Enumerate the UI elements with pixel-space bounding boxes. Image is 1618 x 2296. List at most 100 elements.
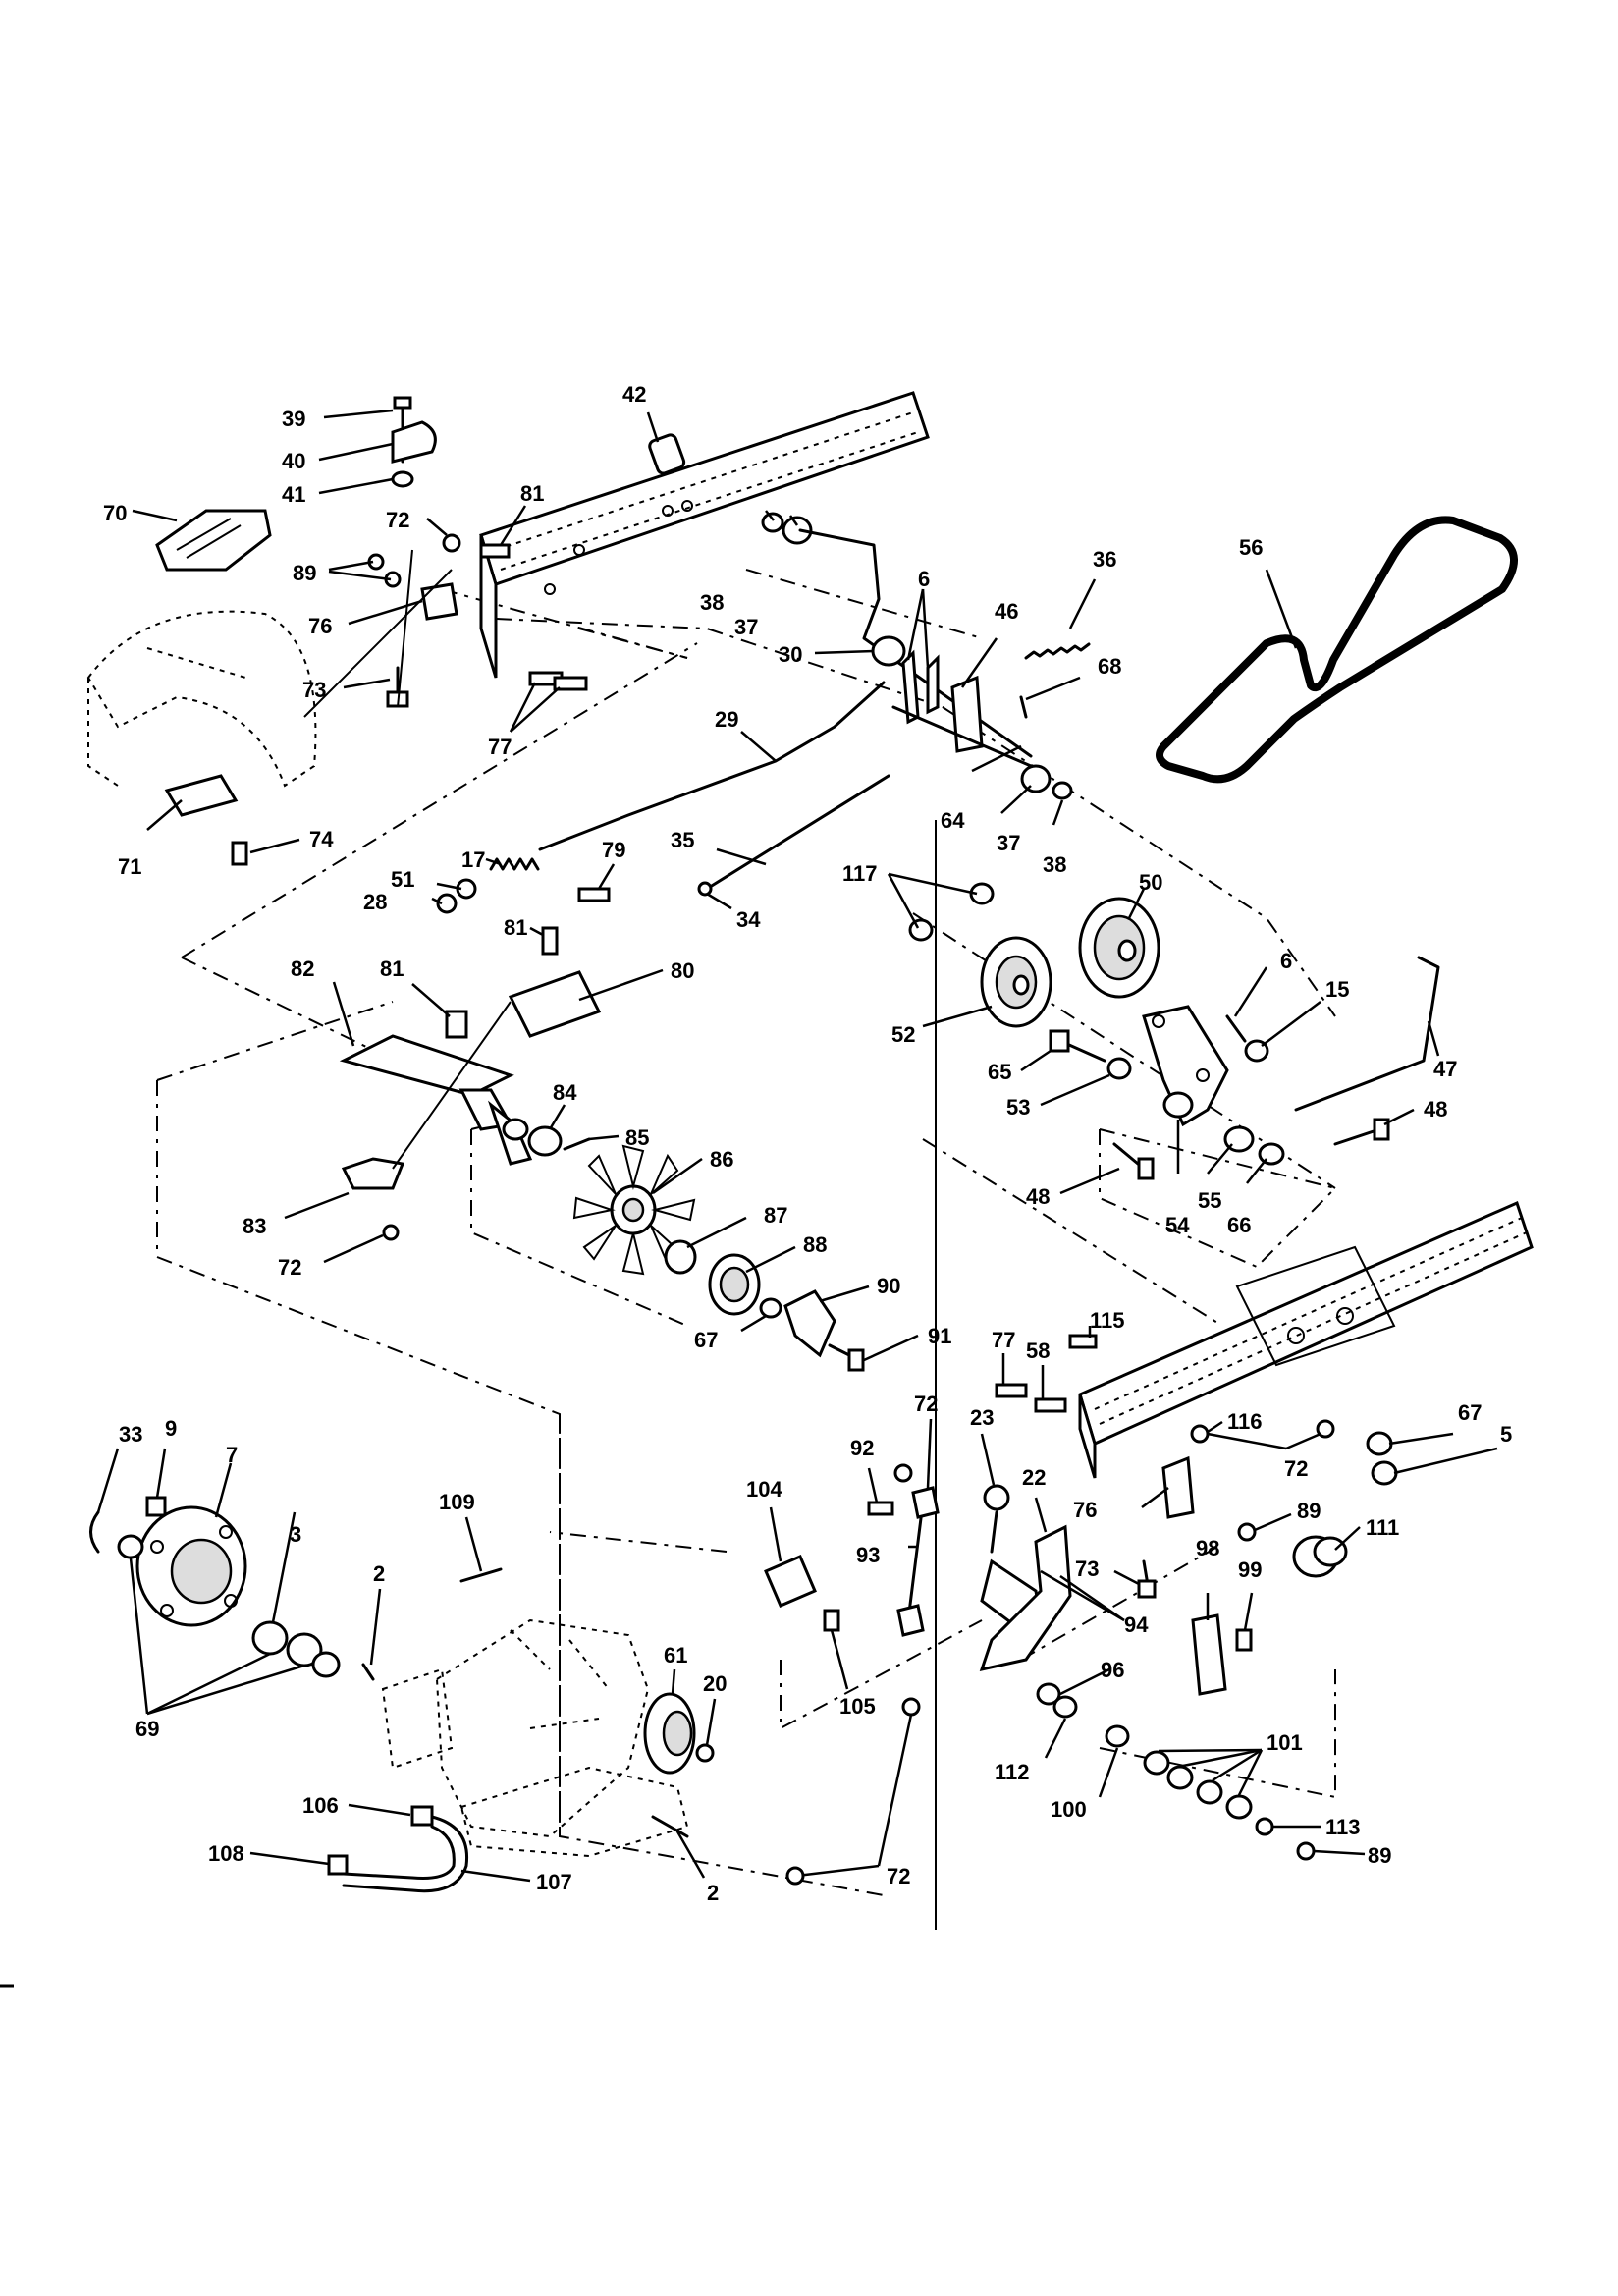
callout-2: 2 xyxy=(373,1561,385,1586)
callout-48: 48 xyxy=(1026,1184,1050,1209)
callout-77: 77 xyxy=(488,735,512,759)
callout-42: 42 xyxy=(622,382,646,407)
callout-67: 67 xyxy=(694,1328,718,1352)
callout-83: 83 xyxy=(243,1214,266,1238)
callout-52: 52 xyxy=(891,1022,915,1047)
callout-100: 100 xyxy=(1051,1797,1087,1822)
callout-40: 40 xyxy=(282,449,305,473)
callout-2: 2 xyxy=(707,1881,719,1905)
callout-15: 15 xyxy=(1325,977,1349,1002)
callout-41: 41 xyxy=(282,482,305,507)
callout-88: 88 xyxy=(803,1232,827,1257)
upper-frame-rail xyxy=(479,391,930,679)
callout-92: 92 xyxy=(850,1436,874,1460)
callout-98: 98 xyxy=(1196,1536,1219,1560)
callout-48: 48 xyxy=(1424,1097,1447,1121)
callout-84: 84 xyxy=(553,1080,577,1105)
callout-113: 113 xyxy=(1325,1815,1361,1839)
callout-47: 47 xyxy=(1433,1057,1457,1081)
callout-17: 17 xyxy=(461,847,485,872)
callout-81: 81 xyxy=(520,481,544,506)
callout-28: 28 xyxy=(363,890,387,914)
callout-labels: 39 40 41 42 70 72 81 89 76 73 77 71 74 3… xyxy=(103,382,1512,1905)
callout-51: 51 xyxy=(391,867,414,892)
drive-belt xyxy=(1156,516,1518,784)
callout-81: 81 xyxy=(504,915,527,940)
callout-33: 33 xyxy=(119,1422,142,1447)
callout-116: 116 xyxy=(1227,1409,1263,1434)
callout-38: 38 xyxy=(1043,852,1066,877)
callout-72: 72 xyxy=(887,1864,910,1888)
upper-left-parts xyxy=(155,396,588,866)
callout-72: 72 xyxy=(914,1392,938,1416)
callout-37: 37 xyxy=(997,831,1020,855)
callout-89: 89 xyxy=(293,561,316,585)
callout-93: 93 xyxy=(856,1543,880,1567)
callout-89: 89 xyxy=(1297,1499,1321,1523)
callout-112: 112 xyxy=(995,1760,1030,1784)
callout-65: 65 xyxy=(988,1060,1011,1084)
lower-frame-rail xyxy=(1078,1200,1534,1479)
callout-99: 99 xyxy=(1238,1558,1262,1582)
callout-76: 76 xyxy=(1073,1498,1097,1522)
callout-30: 30 xyxy=(779,642,802,667)
callout-50: 50 xyxy=(1139,870,1162,895)
pulley-group xyxy=(908,882,1440,1180)
callout-36: 36 xyxy=(1093,547,1116,572)
callout-77: 77 xyxy=(992,1328,1015,1352)
callout-37: 37 xyxy=(734,615,758,639)
callout-71: 71 xyxy=(118,854,141,879)
leader-lines xyxy=(96,409,1498,1886)
callout-66: 66 xyxy=(1227,1213,1251,1237)
callout-106: 106 xyxy=(302,1793,339,1818)
callout-94: 94 xyxy=(1124,1613,1149,1637)
callout-80: 80 xyxy=(671,958,694,983)
callout-72: 72 xyxy=(1284,1456,1308,1481)
fender xyxy=(86,610,317,788)
callout-73: 73 xyxy=(302,678,326,702)
callout-107: 107 xyxy=(536,1870,572,1894)
callout-91: 91 xyxy=(928,1324,951,1348)
callout-3: 3 xyxy=(290,1522,301,1547)
callout-39: 39 xyxy=(282,407,305,431)
callout-38: 38 xyxy=(700,590,724,615)
callout-6: 6 xyxy=(918,567,930,591)
callout-101: 101 xyxy=(1267,1730,1303,1755)
callout-96: 96 xyxy=(1101,1658,1124,1682)
callout-72: 72 xyxy=(386,508,409,532)
clutch-group xyxy=(339,1001,865,1372)
callout-34: 34 xyxy=(736,907,761,932)
callout-29: 29 xyxy=(715,707,738,732)
callout-86: 86 xyxy=(710,1147,733,1172)
callout-76: 76 xyxy=(308,614,332,638)
top-center-parts xyxy=(436,433,1091,1038)
callout-46: 46 xyxy=(995,599,1018,624)
callout-35: 35 xyxy=(671,828,694,852)
callout-23: 23 xyxy=(970,1405,994,1430)
callout-111: 111 xyxy=(1366,1515,1399,1540)
callout-6: 6 xyxy=(1280,949,1292,973)
callout-58: 58 xyxy=(1026,1339,1050,1363)
callout-117: 117 xyxy=(842,861,878,886)
callout-108: 108 xyxy=(208,1841,244,1866)
callout-20: 20 xyxy=(703,1671,727,1696)
transaxle-group xyxy=(89,1496,715,1893)
callout-5: 5 xyxy=(1500,1422,1512,1447)
callout-22: 22 xyxy=(1022,1465,1046,1490)
callout-104: 104 xyxy=(746,1477,782,1502)
callout-67: 67 xyxy=(1458,1400,1482,1425)
callout-61: 61 xyxy=(664,1643,687,1667)
callout-87: 87 xyxy=(764,1203,787,1228)
callout-69: 69 xyxy=(135,1717,159,1741)
callout-53: 53 xyxy=(1006,1095,1030,1120)
callout-70: 70 xyxy=(103,501,127,525)
callout-7: 7 xyxy=(226,1443,238,1467)
callout-55: 55 xyxy=(1198,1188,1221,1213)
callout-109: 109 xyxy=(439,1490,475,1514)
callout-90: 90 xyxy=(877,1274,900,1298)
assembly-boundaries xyxy=(156,569,1336,1896)
callout-82: 82 xyxy=(291,957,314,981)
callout-54: 54 xyxy=(1165,1213,1190,1237)
callout-72: 72 xyxy=(278,1255,301,1280)
